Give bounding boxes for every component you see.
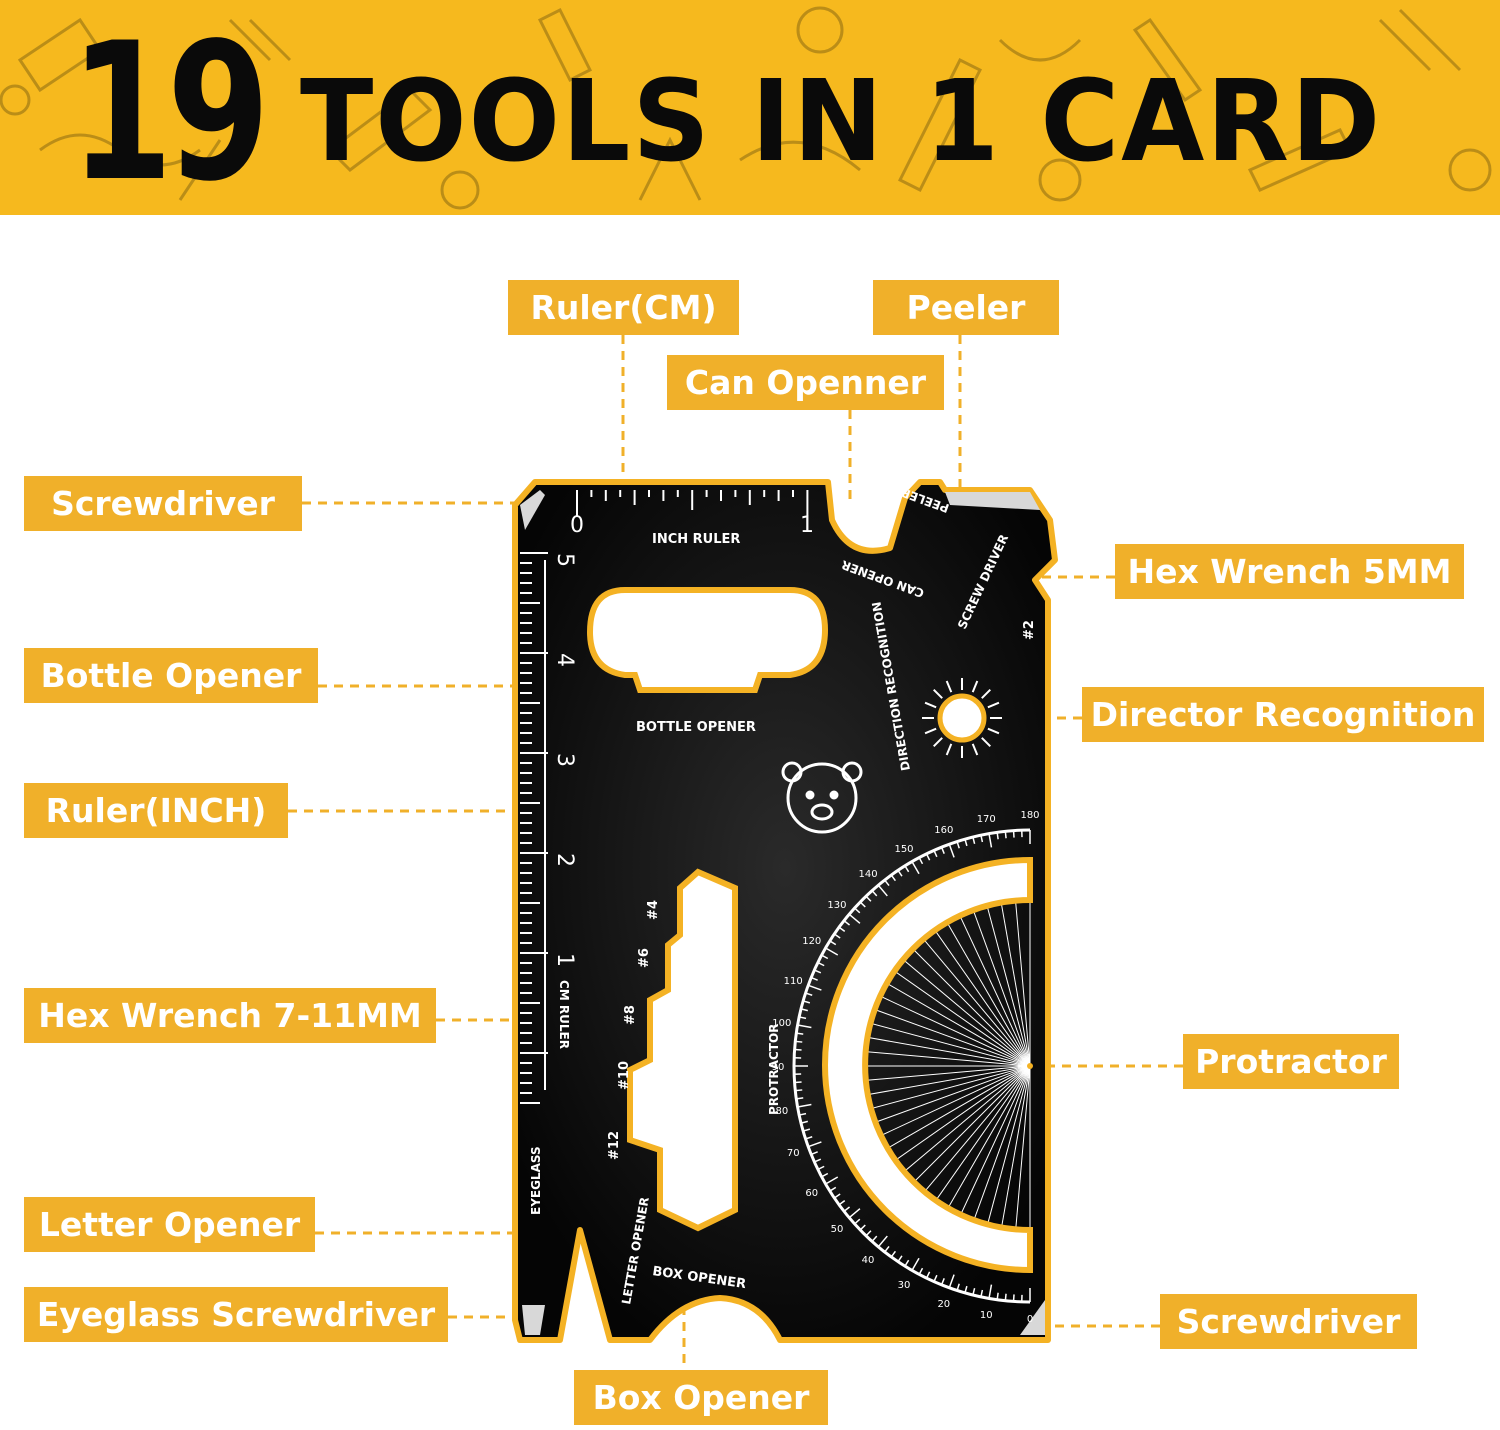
cm-4-label: 4 [552,653,577,667]
protractor-degree-label: 160 [934,825,953,836]
protractor-arc-slot [822,856,1033,1274]
bottle-opener-slot [586,587,829,693]
label-screwdriver-top: Screwdriver [24,476,302,531]
protractor-degree-label: 50 [831,1224,844,1235]
title-number: 19 [70,2,270,215]
protractor-degree-label: 120 [802,936,821,947]
label-bottle-opener: Bottle Opener [24,648,318,703]
inch-0-label: 0 [570,513,584,538]
hex4-text: #4 [646,900,661,920]
protractor-degree-label: 40 [862,1255,875,1266]
bear-logo [781,761,863,834]
hex10-text: #10 [617,1061,632,1090]
protractor-degree-label: 140 [858,869,877,880]
protractor-degree-label: 20 [937,1299,950,1310]
label-box-opener: Box Opener [574,1370,828,1425]
eyeglass-tip [522,1305,545,1335]
protractor-degree-label: 110 [784,976,803,987]
protractor-degree-label: 130 [827,900,846,911]
bottle-opener-text: BOTTLE OPENER [636,720,756,735]
protractor-degree-label: 180 [1020,810,1039,821]
hex2-text: #2 [1022,620,1037,640]
screwdriver-tip-bottom [1020,1300,1045,1335]
label-director-recognition: Director Recognition [1082,687,1484,742]
screwdriver-tip-top [520,490,545,530]
title-text: TOOLS IN 1 CARD [300,57,1383,187]
label-hex-wrench-5mm: Hex Wrench 5MM [1115,544,1464,599]
cm-ruler-label: CM RULER [557,980,571,1049]
cm-ruler-ticks [520,552,548,1104]
label-screwdriver-bottom: Screwdriver [1160,1294,1417,1349]
cm-1-label: 1 [552,953,577,967]
protractor-degree-label: 60 [805,1188,818,1199]
protractor-degree-label: 100 [772,1018,791,1029]
protractor-degree-label: 170 [977,814,996,825]
protractor-degree-label: 80 [775,1106,788,1117]
cm-5-label: 5 [552,553,577,567]
label-peeler: Peeler [873,280,1059,335]
label-ruler-cm: Ruler(CM) [508,280,739,335]
label-eyeglass-screwdriver: Eyeglass Screwdriver [24,1287,448,1342]
peeler-edge [945,492,1040,510]
hex8-text: #8 [623,1005,638,1025]
cm-3-label: 3 [552,753,577,767]
header-banner: 19 TOOLS IN 1 CARD [0,0,1500,215]
protractor-degree-label: 90 [772,1062,785,1073]
inch-1-label: 1 [800,513,814,538]
label-ruler-inch: Ruler(INCH) [24,783,288,838]
label-protractor: Protractor [1183,1034,1399,1089]
inch-ruler-label: INCH RULER [652,532,740,547]
label-can-opener: Can Openner [667,355,944,410]
protractor-degree-label: 150 [894,844,913,855]
tools-pattern-background [0,6,1492,210]
protractor-text: PROTRACTOR [767,1024,781,1115]
protractor-degree-label: 70 [787,1148,800,1159]
hex6-text: #6 [637,948,652,968]
protractor-degree-label: 0 [1027,1314,1033,1325]
protractor: 0 10 20 30 40 50 60 70 80 90 100 110 120 130 140 150 160… [767,810,1040,1325]
protractor-degree-label: 10 [980,1310,993,1321]
label-letter-opener: Letter Opener [24,1197,315,1252]
protractor-degree-label: 30 [898,1280,911,1291]
direction-hole [937,693,987,743]
hex12-text: #12 [607,1131,622,1160]
eyeglass-text: EYEGLASS [529,1146,543,1215]
page-title: 19 TOOLS IN 1 CARD [70,8,1427,208]
hex-wrench-slot [627,868,738,1232]
label-hex-wrench-7-11mm: Hex Wrench 7-11MM [24,988,436,1043]
inch-ruler-ticks [576,490,809,516]
cm-2-label: 2 [552,853,577,867]
